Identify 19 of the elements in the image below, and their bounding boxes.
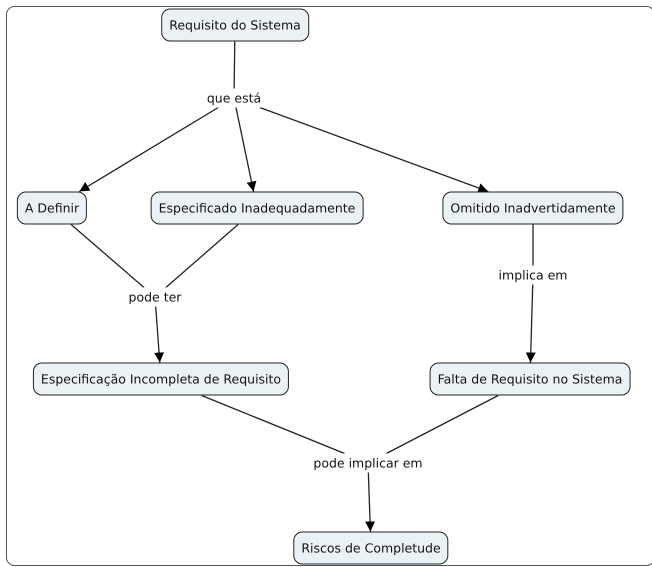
concept-box: Falta de Requisito no Sistema xyxy=(430,362,630,396)
arrow xyxy=(526,284,536,363)
connector-line xyxy=(201,394,345,454)
connector-line xyxy=(70,224,144,288)
connector-line xyxy=(165,224,239,288)
arrow xyxy=(365,472,376,532)
concept-box: Especificado Inadequadamente xyxy=(150,192,364,224)
concept-box: Riscos de Completude xyxy=(293,532,449,564)
connector-line xyxy=(233,42,236,88)
connector-line xyxy=(386,394,498,454)
concept-box: Requisito do Sistema xyxy=(161,8,309,42)
arrow xyxy=(154,306,164,363)
arrow xyxy=(260,106,488,193)
arrow xyxy=(78,106,219,192)
arrow xyxy=(235,107,256,192)
concept-box: Especificação Incompleta de Requisito xyxy=(32,362,290,396)
concept-box: Omitido Inadvertidamente xyxy=(442,192,624,224)
concept-box: A Definir xyxy=(16,192,88,224)
connector-line xyxy=(532,224,534,266)
